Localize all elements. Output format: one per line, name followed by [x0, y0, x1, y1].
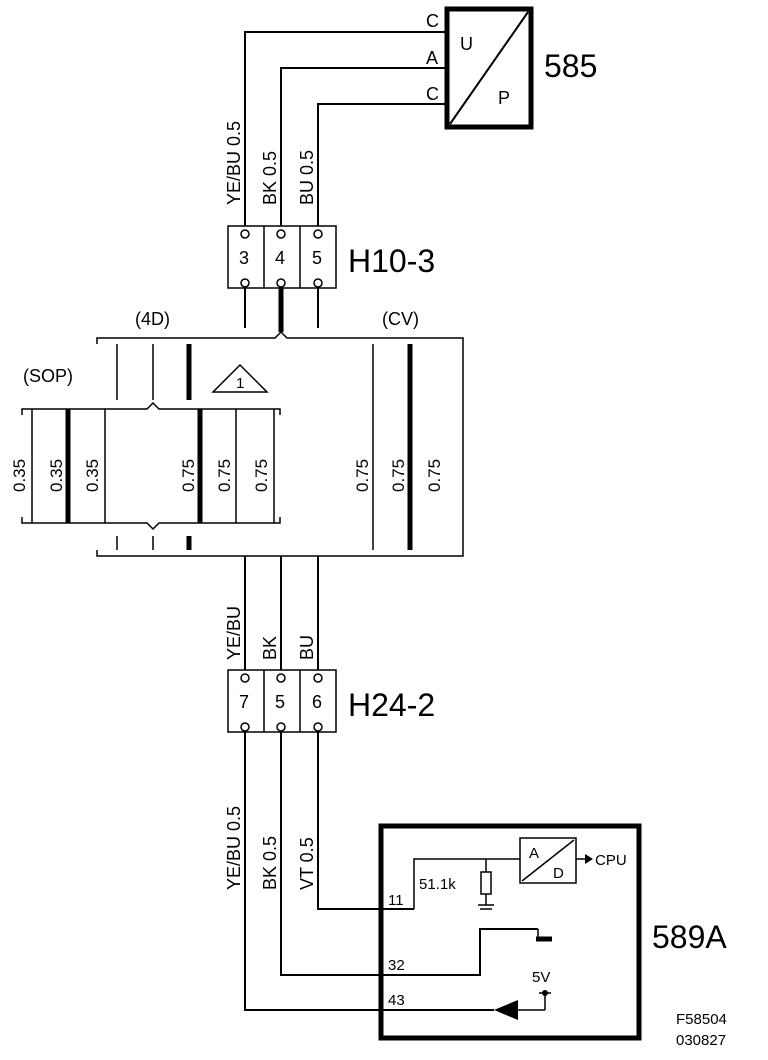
ecu-pin-11: 11 [388, 892, 404, 909]
gauge-left-5: 0.75 [215, 459, 234, 492]
gauge-left-2: 0.35 [47, 459, 66, 492]
variant-brace-inner-bottom [21, 517, 281, 531]
supply-label: 5V [532, 969, 550, 986]
wires-top: YE/BU 0.5 BK 0.5 BU 0.5 [224, 31, 447, 226]
variant-brace-bottom [96, 550, 464, 557]
gauge-right-2: 0.75 [389, 459, 408, 492]
connector-h24-2: 7 5 6 H24-2 [227, 669, 435, 733]
connector-h10-3-id: H10-3 [348, 243, 435, 279]
connector-h24-2-pin-6: 6 [312, 692, 322, 712]
sensor-585: U P 585 C A C [426, 6, 597, 130]
note-number: 1 [236, 375, 244, 392]
figure-code: F58504 [676, 1011, 727, 1028]
connector-h10-3-pin-4: 4 [275, 248, 285, 268]
sensor-symbol-p: P [498, 88, 510, 108]
connector-h24-2-pin-5: 5 [275, 692, 285, 712]
connector-h24-2-pin-7: 7 [239, 692, 249, 712]
variant-label-sop: (SOP) [23, 366, 73, 386]
wire-label-bk-bottom: BK 0.5 [260, 836, 280, 890]
variant-brace-inner-top [21, 401, 281, 415]
wire-label-bk-mid: BK [260, 636, 280, 660]
wire-bk-top [280, 67, 447, 226]
wire-bk-bottom [280, 732, 538, 976]
variant-brace-top [96, 330, 464, 344]
wire-label-yebu-top: YE/BU 0.5 [224, 121, 244, 205]
sensor-pin-a: A [426, 48, 438, 68]
wire-label-yebu-bottom: YE/BU 0.5 [224, 806, 244, 890]
gauge-left-3: 0.35 [83, 459, 102, 492]
wire-yebu-bottom [244, 732, 494, 1011]
ecu-pin-32: 32 [388, 957, 405, 974]
wire-label-bu-mid: BU [297, 635, 317, 660]
ecu-body [378, 823, 642, 1041]
figure-date: 030827 [676, 1032, 726, 1049]
variant-label-4d: (4D) [135, 309, 170, 329]
wire-yebu-top [244, 31, 447, 226]
wire-label-vt-bottom: VT 0.5 [297, 837, 317, 890]
diode-arrow-icon [494, 1000, 518, 1020]
wire-label-bk-top: BK 0.5 [260, 151, 280, 205]
variant-section: (4D) (CV) (SOP) 1 0.35 0.35 0.35 0.75 0.… [10, 309, 464, 557]
sensor-symbol-u: U [460, 34, 473, 54]
resistor-symbol [480, 871, 492, 895]
connector-h10-3-pin-5: 5 [312, 248, 322, 268]
note-triangle [211, 363, 269, 393]
ecu-pin-43: 43 [388, 992, 405, 1009]
wire-label-yebu-mid: YE/BU [224, 606, 244, 660]
variant-label-cv: (CV) [382, 309, 419, 329]
connector-h10-3: 3 4 5 H10-3 [227, 225, 435, 289]
sensor-pin-c2: C [426, 84, 439, 104]
sensor-pin-c1: C [426, 11, 439, 31]
wire-bu-top [317, 103, 447, 226]
connector-h10-3-pin-3: 3 [239, 248, 249, 268]
ecu-id: 589A [652, 919, 727, 955]
adc-label-a: A [529, 845, 539, 862]
cpu-arrow-icon [585, 854, 593, 864]
gauge-left-1: 0.35 [10, 459, 29, 492]
adc-label-d: D [553, 865, 564, 882]
cpu-label: CPU [595, 852, 627, 869]
gauge-left-6: 0.75 [252, 459, 271, 492]
resistor-value: 51.1k [419, 876, 456, 893]
gauge-right-3: 0.75 [425, 459, 444, 492]
wire-vt-bottom [317, 732, 414, 910]
ecu-589a: 589A 11 32 43 51.1k A D CPU 5V [378, 823, 727, 1041]
gauge-right-1: 0.75 [353, 459, 372, 492]
sensor-id: 585 [544, 48, 597, 84]
sensor-diagonal [449, 11, 529, 125]
connector-h24-2-id: H24-2 [348, 687, 435, 723]
gauge-left-4: 0.75 [179, 459, 198, 492]
wire-label-bu-top: BU 0.5 [297, 150, 317, 205]
